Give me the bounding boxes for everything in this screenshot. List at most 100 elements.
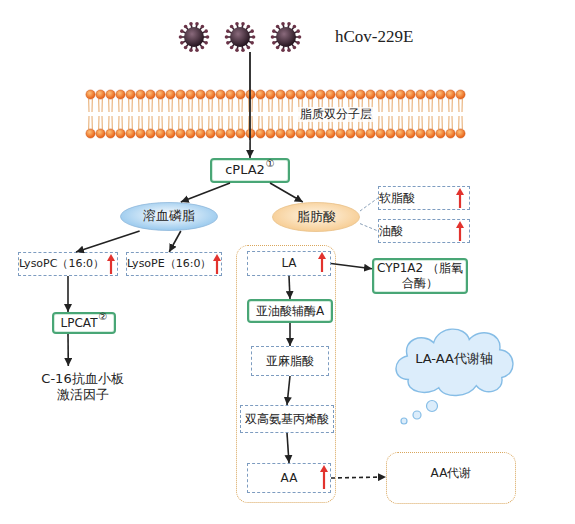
lipid-head xyxy=(346,90,355,99)
lipid-tail xyxy=(89,99,93,112)
lipid-tail xyxy=(259,116,263,129)
lipid-tail xyxy=(179,116,183,129)
virus-spike-tip xyxy=(293,46,297,50)
lipid-tail xyxy=(219,116,223,129)
node-text: AA xyxy=(281,471,298,486)
flow-arrow xyxy=(287,433,289,463)
lipid-head xyxy=(436,90,445,99)
lipid-tail xyxy=(149,99,153,112)
lipid-head xyxy=(286,90,295,99)
virus-name-label: hCov-229E xyxy=(335,27,413,47)
lipid-tail xyxy=(279,116,283,129)
virus-body xyxy=(230,27,250,47)
lipid-head xyxy=(226,90,235,99)
increase-arrow-head xyxy=(318,252,326,259)
entry-line xyxy=(249,52,251,140)
lipid-tail xyxy=(419,99,423,112)
node-content: 脂质双分子层 xyxy=(85,88,480,140)
lipid-tail xyxy=(289,99,293,112)
lipid-tail xyxy=(259,99,263,112)
lipid-head xyxy=(266,90,275,99)
group-box: LA 亚油酸辅酶A 亚麻脂酸双高氨基丙烯酸 AA xyxy=(236,245,336,503)
lipid-tail xyxy=(109,116,113,129)
metabolite-box: LysoPC（16:0） xyxy=(18,252,118,276)
node-text: 油酸 xyxy=(379,224,403,239)
enzyme-box: CYP1A2 （脂氧合酶） xyxy=(372,258,468,294)
lipid-tail xyxy=(249,116,253,129)
lipid-tail xyxy=(409,116,413,129)
lipid-head xyxy=(146,129,155,138)
lipid-head xyxy=(136,129,145,138)
lipid-head xyxy=(256,129,265,138)
lipid-head xyxy=(146,90,155,99)
lipid-tail xyxy=(289,116,293,129)
metabolite-box: 油酸 xyxy=(378,219,470,243)
group-box: AA代谢 xyxy=(386,452,516,504)
lipid-tail xyxy=(129,99,133,112)
node-text: C-16抗血小板 激活因子 xyxy=(35,371,130,404)
flow-arrow xyxy=(249,140,251,158)
increase-arrow-shaft xyxy=(323,470,325,489)
virus-body xyxy=(276,27,296,47)
flow-arrow xyxy=(360,198,378,211)
virus-spike-tip xyxy=(276,46,280,50)
node-content: LA-AA代谢轴 xyxy=(388,318,520,400)
lipid-head xyxy=(326,129,335,138)
lipid-head xyxy=(386,90,395,99)
lipid-head xyxy=(246,129,255,138)
increase-arrow-head xyxy=(320,465,328,472)
node-content: 油酸 xyxy=(379,220,469,242)
node-content: 亚麻脂酸 xyxy=(252,347,328,375)
node-text: LysoPE（16:0） xyxy=(127,257,211,271)
lipid-tail xyxy=(379,99,383,112)
lipid-head xyxy=(336,90,345,99)
node-content: 双高氨基丙烯酸 xyxy=(241,406,333,432)
flow-arrow xyxy=(169,231,181,252)
lipid-head xyxy=(386,129,395,138)
lipid-tail xyxy=(459,99,463,112)
virus-spike-tip xyxy=(230,46,234,50)
node-content: C-16抗血小板 激活因子 xyxy=(35,366,130,408)
lipid-head xyxy=(316,90,325,99)
virus-spike-tip xyxy=(235,22,239,26)
lipid-head xyxy=(306,129,315,138)
flow-arrow xyxy=(287,376,290,405)
lipid-head xyxy=(116,129,125,138)
lipid-tail xyxy=(439,116,443,129)
lipid-tail xyxy=(139,116,143,129)
lipid-head xyxy=(126,129,135,138)
lipid-head xyxy=(186,129,195,138)
lipid-head xyxy=(396,90,405,99)
lipid-head xyxy=(216,129,225,138)
virus-spike-tip xyxy=(189,22,193,26)
lipid-head xyxy=(366,90,375,99)
lipid-head xyxy=(96,90,105,99)
lipid-head xyxy=(206,90,215,99)
lipid-tail xyxy=(429,116,433,129)
node-text: 亚油酸辅酶A xyxy=(256,304,324,319)
lipid-head xyxy=(296,90,305,99)
node-content: CYP1A2 （脂氧合酶） xyxy=(374,260,466,292)
callout-number: ① xyxy=(266,158,275,171)
virus-spike-tip xyxy=(287,22,291,26)
virus-spike-tip xyxy=(271,35,275,39)
node-text: 亚麻脂酸 xyxy=(266,354,314,369)
virus-spike-tip xyxy=(226,41,230,45)
lipid-tail xyxy=(119,99,123,112)
lipid-head xyxy=(366,129,375,138)
flow-arrow xyxy=(67,334,69,366)
lipid-head xyxy=(196,90,205,99)
lipid-head xyxy=(136,90,145,99)
lipid-tail xyxy=(139,99,143,112)
lipid-head xyxy=(406,129,415,138)
virus-spike-tip xyxy=(296,29,300,33)
lipid-head xyxy=(86,129,95,138)
node-content: LA xyxy=(248,252,330,275)
lipid-head xyxy=(256,90,265,99)
virus-spike-tip xyxy=(247,46,251,50)
lipid-head xyxy=(356,129,365,138)
lipid-tail xyxy=(109,99,113,112)
lipid-head xyxy=(446,129,455,138)
lipid-head xyxy=(296,129,305,138)
